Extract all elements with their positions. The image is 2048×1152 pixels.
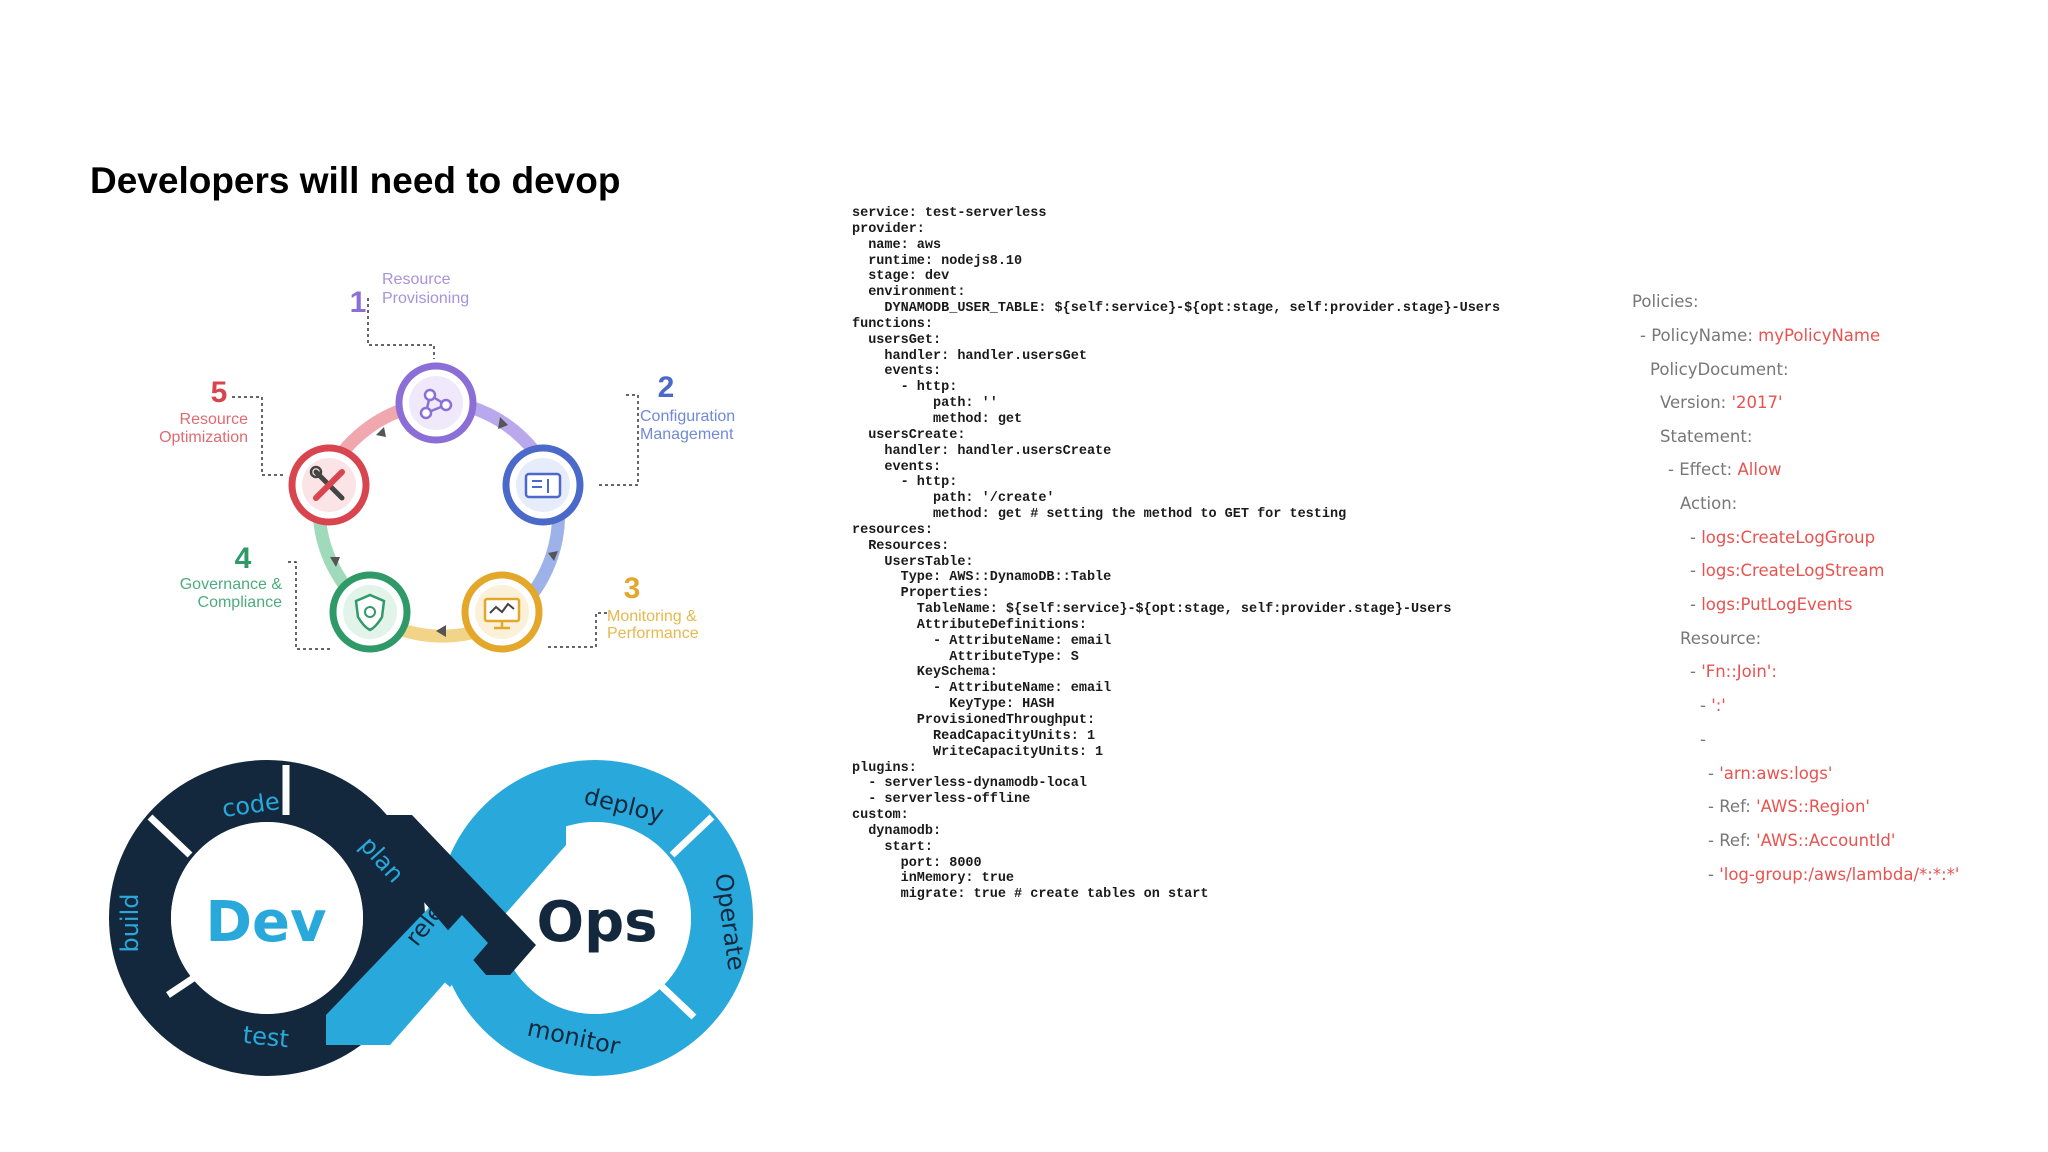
policy-line: PolicyDocument: — [1650, 360, 1789, 379]
policy-line: Statement: — [1660, 427, 1753, 446]
leader-lines — [232, 298, 639, 650]
policy-line: - logs:CreateLogGroup — [1690, 528, 1876, 547]
arrow-icon — [436, 625, 446, 637]
config-panel-icon — [524, 472, 562, 499]
step-5-label-line1: Resource — [180, 411, 249, 428]
step-5-number: 5 — [211, 376, 228, 409]
node-governance-compliance — [329, 571, 411, 653]
monitor-icon — [483, 597, 521, 630]
step-3-label-line1: Monitoring & — [607, 608, 697, 625]
policy-line: Resource: — [1680, 629, 1762, 648]
step-2-label-line2: Management — [640, 426, 734, 443]
step-1-number: 1 — [350, 286, 367, 319]
network-icon — [419, 388, 453, 420]
policy-line: - logs:PutLogEvents — [1690, 595, 1853, 614]
policy-line: - 'Fn::Join': — [1690, 662, 1777, 681]
dev-text: Dev — [206, 890, 327, 955]
policy-line: - — [1700, 730, 1706, 749]
policy-line: Version: '2017' — [1660, 393, 1783, 412]
step-3-number: 3 — [624, 572, 641, 605]
policy-line: - 'log-group:/aws/lambda/*:*:*' — [1708, 865, 1960, 884]
policy-line: - logs:CreateLogStream — [1690, 561, 1885, 580]
serverless-yaml-code: service: test-serverless provider: name:… — [852, 206, 1501, 903]
policy-line: - 'arn:aws:logs' — [1708, 764, 1833, 783]
arrow-icon — [498, 417, 508, 429]
step-1-label-line1: Resource — [382, 271, 451, 288]
policy-line: - PolicyName: myPolicyName — [1640, 326, 1881, 345]
node-monitoring-performance — [461, 571, 543, 653]
arrow-icon — [376, 427, 386, 437]
devops-infinity-logo: Dev Ops code build test plan release dep… — [109, 760, 753, 1076]
arrow-icon — [548, 551, 558, 561]
node-resource-optimization — [288, 444, 370, 526]
label-build: build — [116, 893, 144, 952]
step-4-label-line2: Compliance — [198, 594, 283, 611]
plan-band — [350, 815, 536, 975]
policy-line: Policies: — [1632, 292, 1699, 311]
shield-icon — [354, 593, 386, 632]
policy-line: Action: — [1680, 494, 1738, 513]
step-5-label-line2: Optimization — [159, 429, 248, 446]
step-4-label-line1: Governance & — [180, 576, 283, 593]
slide-title: Developers will need to devop — [90, 160, 621, 201]
policy-line: - Ref: 'AWS::AccountId' — [1708, 831, 1896, 850]
ops-text: Ops — [536, 890, 657, 955]
policy-line: - Ref: 'AWS::Region' — [1708, 797, 1870, 816]
crossing-overlay — [420, 915, 488, 987]
step-2-number: 2 — [658, 371, 675, 404]
dev-loop — [109, 760, 425, 1076]
policy-line: - ':' — [1700, 696, 1726, 715]
tools-icon — [309, 465, 345, 501]
lifecycle-diagram: 1 Resource Provisioning 2 Configuration … — [159, 271, 735, 653]
policy-line: - Effect: Allow — [1668, 460, 1782, 479]
node-configuration-management — [502, 444, 584, 526]
step-4-number: 4 — [235, 542, 252, 575]
step-3-label-line2: Performance — [607, 625, 699, 642]
arrow-icon — [330, 557, 340, 567]
step-1-label-line2: Provisioning — [382, 290, 469, 307]
node-resource-provisioning — [395, 362, 477, 444]
label-test: test — [241, 1021, 290, 1054]
step-2-label-line1: Configuration — [640, 408, 735, 425]
